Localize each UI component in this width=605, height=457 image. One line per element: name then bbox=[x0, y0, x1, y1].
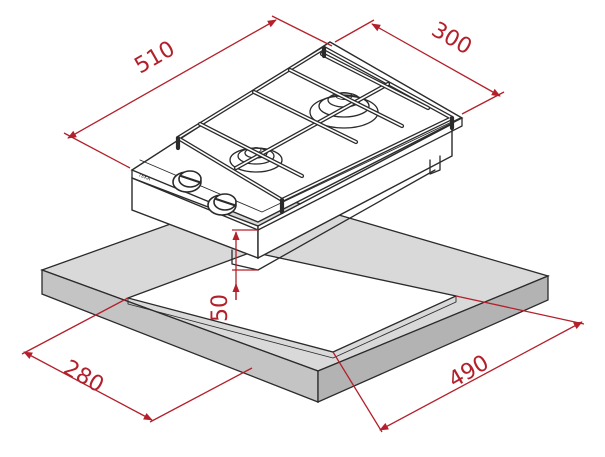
cutout-width-label: 490 bbox=[445, 351, 494, 394]
control-knob-left bbox=[172, 170, 202, 193]
hob-brand-mark: TEKA bbox=[136, 172, 152, 183]
hob-fixing-clip bbox=[429, 155, 441, 175]
cutout-inner-edge bbox=[127, 295, 457, 359]
hob-right-body bbox=[257, 122, 453, 260]
hob-base-step bbox=[231, 169, 436, 271]
hob-width-label: 510 bbox=[131, 37, 180, 80]
cutout-depth-label: 280 bbox=[59, 356, 108, 399]
hob-depth-label: 300 bbox=[427, 18, 476, 61]
control-knob-right bbox=[207, 193, 237, 216]
dimension-hob-height: 50 bbox=[208, 229, 258, 322]
hob-height-label: 50 bbox=[208, 294, 233, 322]
